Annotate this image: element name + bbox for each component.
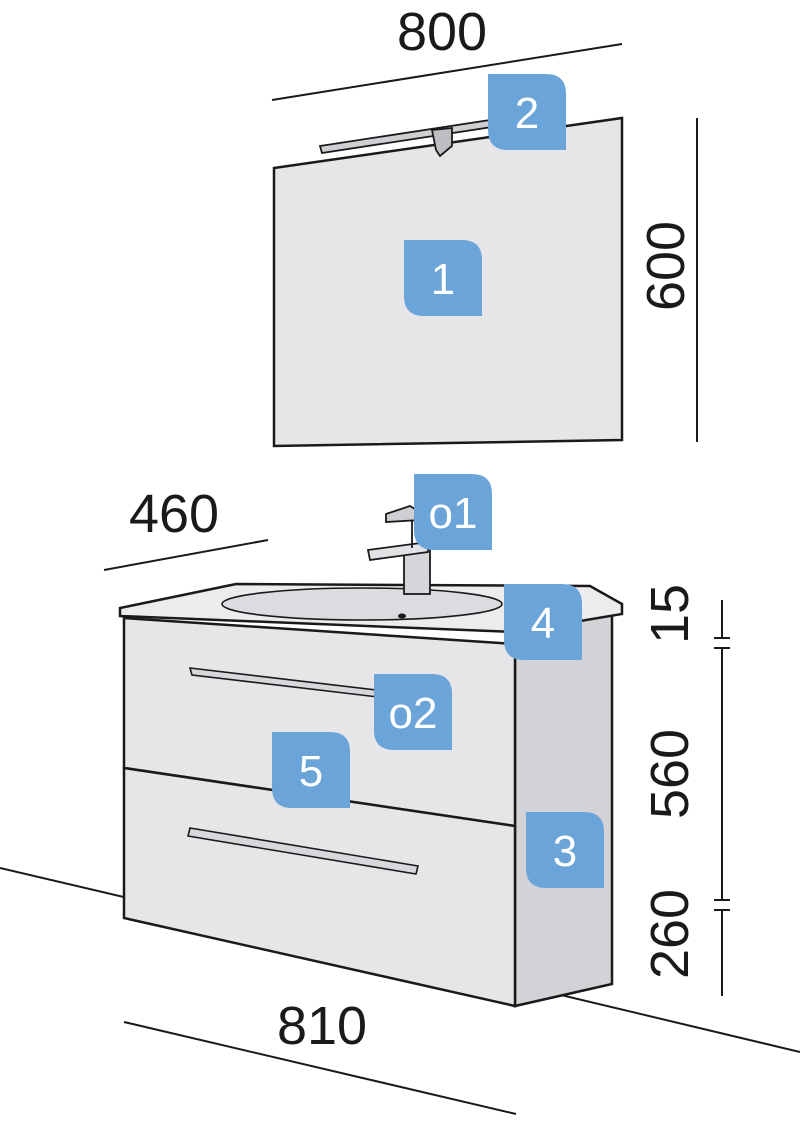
badge-label-tap-option: o1 — [429, 489, 478, 538]
dim-label-cabinet-height: 560 — [640, 729, 700, 819]
dim-label-basin-width: 810 — [277, 996, 367, 1056]
lower-drawer — [122, 766, 517, 1008]
mirror-width-dimension: 800 — [271, 2, 623, 101]
badge-mirror: 1 — [404, 240, 482, 316]
badge-label-mirror: 1 — [431, 255, 455, 304]
right-vertical-dimensions — [714, 600, 730, 996]
dim-label-floor-clearance: 260 — [640, 889, 700, 979]
faucet-icon — [366, 505, 431, 595]
badge-label-basin: 4 — [531, 599, 555, 648]
floor-line-right — [539, 989, 800, 1053]
badge-label-handle-option: o2 — [389, 689, 438, 738]
dim-label-basin-thickness: 15 — [640, 584, 700, 644]
dim-label-mirror-height: 600 — [636, 221, 696, 311]
badge-side-panel: 3 — [526, 812, 604, 888]
cabinet-depth-dimension: 460 — [103, 484, 269, 571]
cabinet-side-panel — [513, 610, 614, 1008]
badge-tap-option: o1 — [414, 474, 492, 550]
badge-label-lamp: 2 — [515, 89, 539, 138]
lower-drawer-handle — [187, 827, 419, 875]
badge-handle-option: o2 — [374, 674, 452, 750]
badge-lamp: 2 — [488, 74, 566, 150]
basin-drain — [398, 613, 406, 619]
mirror-height-dimension: 600 — [636, 118, 698, 442]
basin-bowl — [221, 587, 503, 621]
badge-label-cabinet: 5 — [299, 747, 323, 796]
badge-cabinet: 5 — [272, 732, 350, 808]
dim-label-mirror-width: 800 — [397, 2, 487, 62]
floor-lines — [0, 867, 800, 1053]
basin — [118, 582, 624, 634]
badge-label-side-panel: 3 — [553, 827, 577, 876]
floor-line-left — [0, 867, 129, 899]
dim-label-cabinet-depth: 460 — [129, 484, 219, 544]
basin-width-dimension: 810 — [123, 996, 517, 1115]
badge-basin: 4 — [504, 584, 582, 660]
